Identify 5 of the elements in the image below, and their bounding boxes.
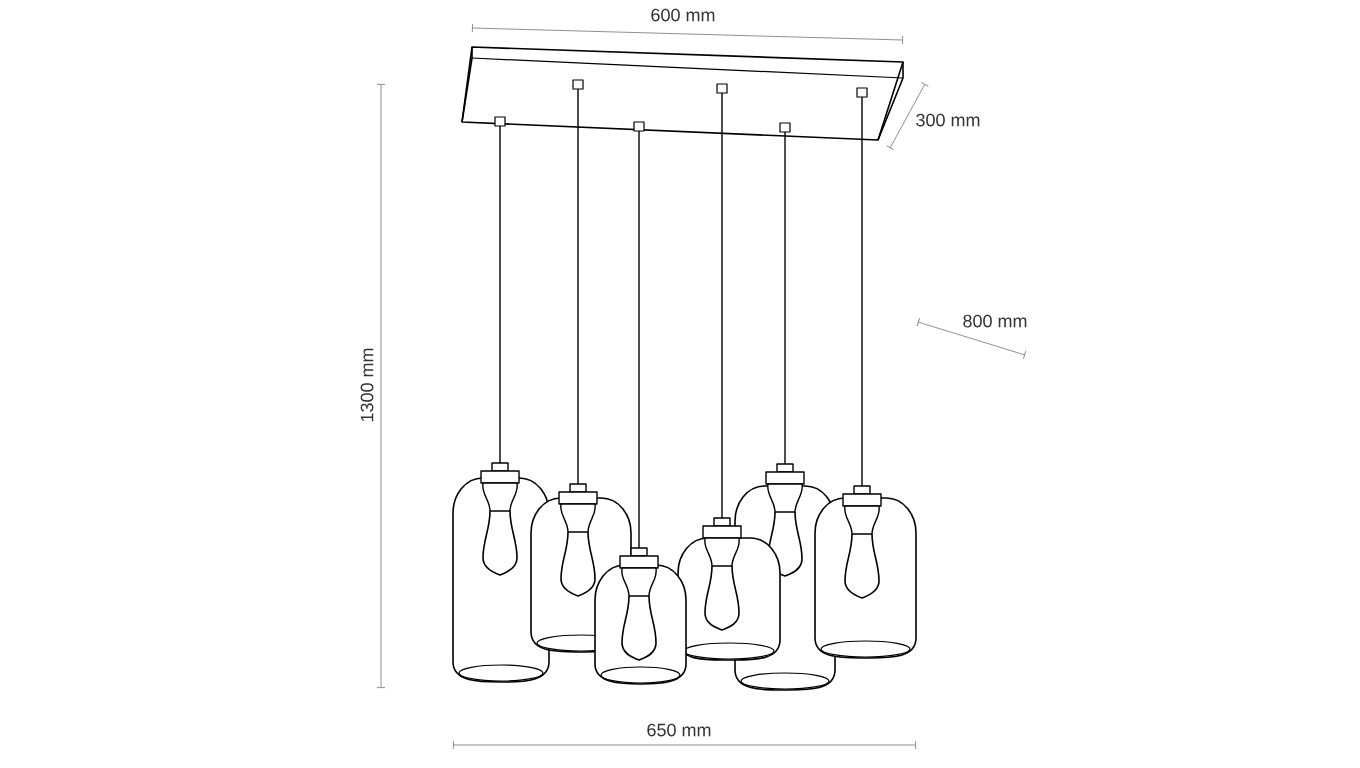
dimension-label: 300 mm bbox=[916, 113, 980, 127]
dimension-label: 800 mm bbox=[963, 314, 1027, 328]
dimension-label: 600 mm bbox=[651, 8, 715, 22]
dimension-label: 650 mm bbox=[647, 723, 711, 737]
dimension-label: 1300 mm bbox=[360, 348, 374, 422]
